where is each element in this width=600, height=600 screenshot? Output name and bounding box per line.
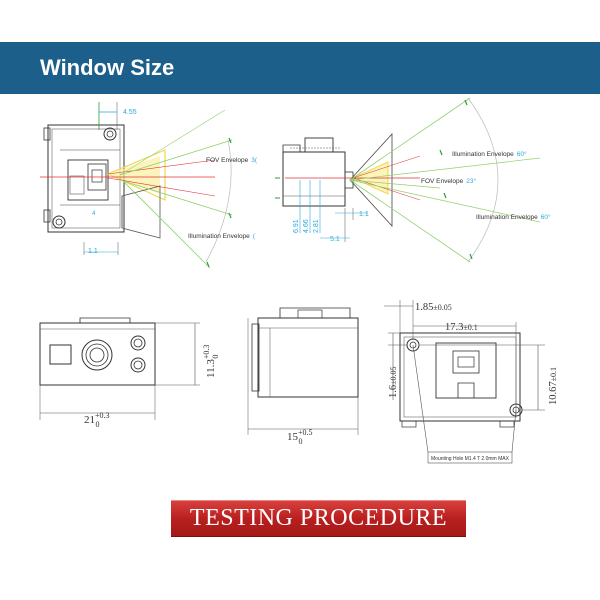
dim-10-67: 10.67±0.1 <box>548 367 559 405</box>
dim-4-66: 4.66 <box>303 219 310 233</box>
dim-4-55: 4.55 <box>123 109 137 116</box>
lens-icon <box>81 339 113 371</box>
height-dim: 11.3+0.30 <box>202 345 220 378</box>
top-right-view: 6.91 4.66 2.81 1.1 5.1 Illumination Enve… <box>275 97 551 263</box>
dim-17-3: 17.3±0.1 <box>445 322 478 333</box>
dim-1-6: 1.6±0.05 <box>388 366 399 398</box>
page-title: Window Size <box>40 55 175 80</box>
dim-6-91: 6.91 <box>293 219 300 233</box>
dim-1-85: 1.85±0.05 <box>415 302 452 313</box>
module-body <box>282 151 346 207</box>
dim-1-1: 1.1 <box>88 248 98 255</box>
dim-2-81: 2.81 <box>313 219 320 233</box>
bottom-right-view: 1.85±0.05 17.3±0.1 1.6±0.05 10.67±0.1 Mo… <box>384 300 559 464</box>
header-bar: Window Size <box>0 42 600 94</box>
dim-1-1-right: 1.1 <box>359 211 369 218</box>
module-front <box>39 322 156 386</box>
led-icon <box>130 335 146 351</box>
dim-5-1: 5.1 <box>330 236 340 243</box>
fov-cone <box>106 149 166 201</box>
illumination-envelope-label: Illumination Envelope( <box>188 233 256 240</box>
led-icon <box>130 357 146 373</box>
module-top <box>399 332 521 422</box>
module-side <box>257 317 359 398</box>
screw-hole-icon <box>52 215 66 229</box>
screw-hole-icon <box>103 127 117 141</box>
testing-procedure-banner[interactable]: TESTING PROCEDURE <box>171 500 466 536</box>
banner-label: TESTING PROCEDURE <box>189 505 448 531</box>
sensor-window <box>49 344 72 365</box>
mounting-hole-note: Mounting Hole M1.4 T 2.0mm MAX <box>431 456 510 462</box>
small-dim-4: 4 <box>92 211 96 217</box>
